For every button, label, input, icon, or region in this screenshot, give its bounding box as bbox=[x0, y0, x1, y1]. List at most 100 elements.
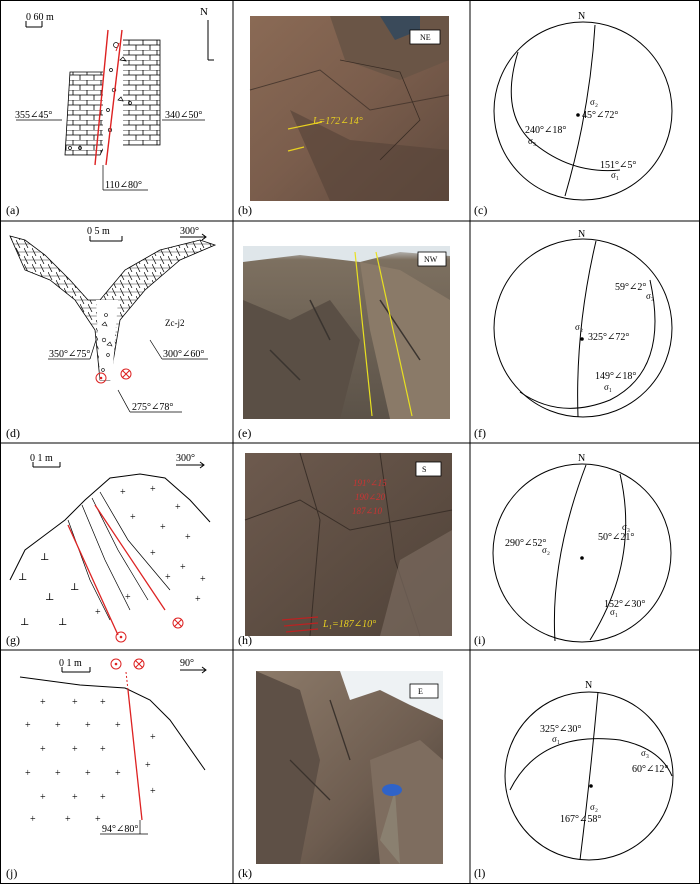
svg-text:+: + bbox=[55, 720, 61, 731]
sigma2-label: σ₂ bbox=[590, 802, 598, 812]
sigma2-label: σ₂ bbox=[575, 322, 583, 332]
sigma3-label: σ₃ bbox=[641, 748, 649, 758]
lineation-note: L₁=187∠10° bbox=[322, 619, 376, 630]
svg-text:⊥: ⊥ bbox=[18, 572, 27, 583]
svg-text:+: + bbox=[40, 744, 46, 755]
svg-text:+: + bbox=[130, 512, 136, 523]
sigma1-attitude: 151°∠5° bbox=[600, 160, 636, 171]
sigma1-attitude: 152°∠30° bbox=[604, 599, 645, 610]
svg-text:+: + bbox=[72, 792, 78, 803]
svg-text:+: + bbox=[72, 697, 78, 708]
panel-label: (k) bbox=[238, 866, 252, 880]
panel-label: (e) bbox=[238, 426, 251, 440]
fault-line bbox=[127, 689, 143, 821]
scale-bar-label: 0 1 m bbox=[30, 453, 53, 464]
north-label: N bbox=[585, 680, 592, 691]
direction-label: 300° bbox=[176, 453, 195, 464]
sigma1-label: σ₁ bbox=[604, 382, 612, 392]
out-of-page-symbol bbox=[95, 372, 107, 384]
north-label: N bbox=[578, 453, 585, 464]
north-label: N bbox=[578, 11, 585, 22]
panel-f-stereonet: N 59°∠2° σ₃ σ₂ 325°∠72° 149°∠18° σ₁ (f) bbox=[474, 229, 673, 440]
svg-text:+: + bbox=[100, 744, 106, 755]
sigma3-label: σ₃ bbox=[622, 522, 630, 532]
sigma3-label: σ₃ bbox=[646, 291, 654, 301]
panel-k-photo: E (k) bbox=[238, 671, 443, 880]
out-of-page-symbol bbox=[110, 658, 122, 670]
scale-bar-label: 0 1 m bbox=[59, 658, 82, 669]
panel-label: (g) bbox=[6, 633, 20, 647]
svg-text:+: + bbox=[40, 792, 46, 803]
attitude-bottom: 275°∠78° bbox=[132, 402, 173, 413]
svg-text:+: + bbox=[25, 768, 31, 779]
svg-text:+: + bbox=[200, 574, 206, 585]
svg-text:+: + bbox=[85, 720, 91, 731]
svg-text:+: + bbox=[150, 732, 156, 743]
sigma3-attitude: 50°∠21° bbox=[598, 532, 634, 543]
out-of-page-symbol bbox=[115, 631, 127, 643]
panel-label: (f) bbox=[474, 426, 486, 440]
panel-label: (b) bbox=[238, 203, 252, 217]
lineation-note: L=172∠14° bbox=[312, 116, 363, 127]
sigma2-attitude: 167°∠58° bbox=[560, 814, 601, 825]
panel-b-photo: L=172∠14° NE (b) bbox=[238, 16, 450, 217]
direction-tag: NW bbox=[424, 255, 438, 264]
sigma2-attitude: 290°∠52° bbox=[505, 538, 546, 549]
direction-tag: E bbox=[418, 687, 423, 696]
into-page-symbol bbox=[120, 368, 132, 380]
svg-text:+: + bbox=[72, 744, 78, 755]
sigma2-attitude: 45°∠72° bbox=[582, 110, 618, 121]
svg-text:⊥: ⊥ bbox=[40, 552, 49, 563]
svg-text:⊥: ⊥ bbox=[20, 617, 29, 628]
attitude-left: 350°∠75° bbox=[49, 349, 90, 360]
fault-line-right bbox=[105, 29, 123, 166]
panel-e-photo: NW (e) bbox=[238, 246, 450, 440]
svg-text:+: + bbox=[175, 502, 181, 513]
panel-a-cross-section: 0 60 m N 355∠45° 340∠50° 110∠80° (a) bbox=[6, 6, 214, 217]
panel-label: (h) bbox=[238, 633, 252, 647]
scale-bar-label: 0 5 m bbox=[87, 226, 110, 237]
sigma1-attitude: 325°∠30° bbox=[540, 724, 581, 735]
sigma2-label: σ₂ bbox=[590, 97, 598, 107]
panel-label: (c) bbox=[474, 203, 487, 217]
handwritten-note-3: 187∠10 bbox=[352, 506, 383, 516]
svg-text:+: + bbox=[55, 768, 61, 779]
sigma2-label: σ₂ bbox=[542, 545, 550, 555]
svg-text:+: + bbox=[25, 720, 31, 731]
sigma1-label: σ₁ bbox=[611, 170, 619, 180]
sigma1-label: σ₁ bbox=[610, 607, 618, 617]
svg-text:+: + bbox=[145, 760, 151, 771]
sigma1-attitude: 149°∠18° bbox=[595, 371, 636, 382]
svg-text:+: + bbox=[65, 814, 71, 825]
panel-d-cross-section: 0 5 m 300° Zc-j2 350°∠75° 300°∠60° 275°∠… bbox=[6, 226, 217, 440]
sigma1-label: σ₁ bbox=[552, 734, 560, 744]
svg-text:+: + bbox=[150, 786, 156, 797]
svg-text:+: + bbox=[40, 697, 46, 708]
svg-text:+: + bbox=[165, 572, 171, 583]
svg-text:+: + bbox=[30, 814, 36, 825]
panel-label: (j) bbox=[6, 866, 17, 880]
sigma3-attitude: 240°∠18° bbox=[525, 125, 566, 136]
svg-text:+: + bbox=[195, 594, 201, 605]
svg-text:+: + bbox=[85, 768, 91, 779]
fault-line-left bbox=[67, 524, 119, 636]
handwritten-note-2: 190∠20 bbox=[355, 492, 386, 502]
direction-tag: S bbox=[422, 465, 426, 474]
stereonet-circle bbox=[504, 691, 674, 861]
panel-label: (i) bbox=[474, 633, 485, 647]
sigma3-attitude: 59°∠2° bbox=[615, 282, 646, 293]
panel-j-cross-section: 0 1 m 90° +++ +++++ +++ +++++ ++++ +++ 9… bbox=[6, 658, 207, 880]
svg-text:+: + bbox=[100, 697, 106, 708]
panel-label: (a) bbox=[6, 203, 19, 217]
fault-line-right bbox=[94, 504, 166, 611]
north-label: N bbox=[200, 6, 208, 18]
stereonet-circle bbox=[493, 21, 673, 201]
svg-text:+: + bbox=[185, 532, 191, 543]
svg-text:+: + bbox=[95, 607, 101, 618]
svg-text:+: + bbox=[150, 484, 156, 495]
fault-line-left bbox=[94, 29, 109, 166]
panel-label: (d) bbox=[6, 426, 20, 440]
scale-bar-label: 0 60 m bbox=[26, 12, 54, 23]
stereonet-circle bbox=[492, 463, 672, 643]
direction-label: 90° bbox=[180, 658, 194, 669]
